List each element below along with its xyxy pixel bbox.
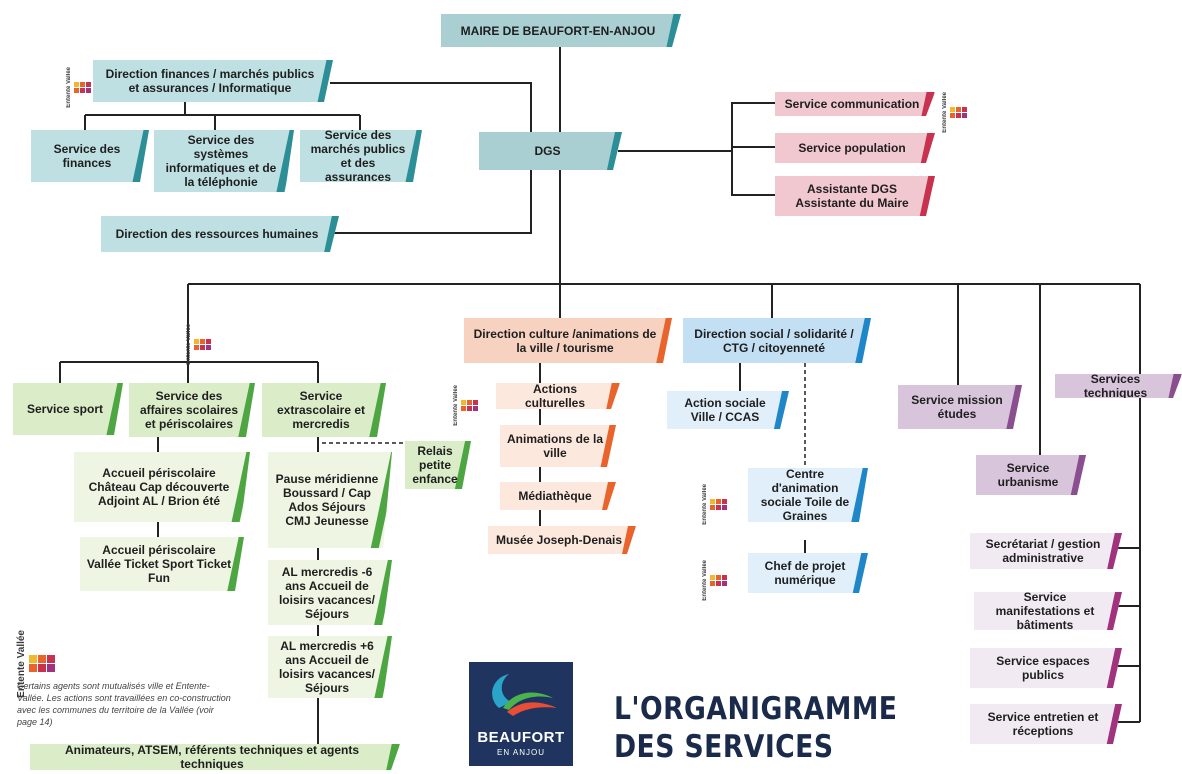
assistante-box[interactable]: Assistante DGS Assistante du Maire <box>775 176 935 216</box>
title-line-1: L'ORGANIGRAMME <box>614 691 898 727</box>
service-extrascolaire-box[interactable]: Service extrascolaire et mercredis <box>262 383 386 437</box>
entretien-box[interactable]: Service entretien et réceptions <box>970 704 1122 744</box>
actions-culturelles-box[interactable]: Actions culturelles <box>496 383 620 409</box>
entente-vallee-logo: Entente Vallée <box>453 385 478 426</box>
service-sport-box[interactable]: Service sport <box>13 383 123 435</box>
service-scolaires-box[interactable]: Service des affaires scolaires et périsc… <box>129 383 255 437</box>
beaufort-logo: BEAUFORT EN ANJOU <box>469 662 573 766</box>
centre-animation-box[interactable]: Centre d'animation sociale Toile de Grai… <box>748 468 868 522</box>
mission-etudes-box[interactable]: Service mission études <box>898 385 1022 429</box>
logo-sub: EN ANJOU <box>496 748 545 757</box>
urbanisme-box[interactable]: Service urbanisme <box>976 455 1086 495</box>
animations-ville-box[interactable]: Animations de la ville <box>500 425 616 467</box>
direction-social-box[interactable]: Direction social / solidarité / CTG / ci… <box>683 318 871 363</box>
pause-meridienne-box[interactable]: Pause méridienne Boussard / Cap Ados Séj… <box>268 452 392 548</box>
al-plus6-box[interactable]: AL mercredis +6 ans Accueil de loisirs v… <box>268 636 392 698</box>
legend-note: Certains agents sont mutualisés ville et… <box>17 681 231 727</box>
title-line-2: DES SERVICES <box>614 729 834 765</box>
manifestations-box[interactable]: Service manifestations et bâtiments <box>974 592 1122 630</box>
mediatheque-box[interactable]: Médiathèque <box>500 482 616 510</box>
direction-rh-box[interactable]: Direction des ressources humaines <box>101 216 339 252</box>
wave-icon <box>492 674 557 716</box>
entente-vallee-logo: Entente Vallée <box>702 560 727 601</box>
entente-vallee-logo: Entente Vallée <box>66 67 91 108</box>
relais-petite-enfance-box[interactable]: Relais petite enfance <box>405 441 471 489</box>
dgs-box[interactable]: DGS <box>479 132 622 170</box>
entente-vallee-legend-logo: Entente Vallée <box>16 630 55 698</box>
action-sociale-box[interactable]: Action sociale Ville / CCAS <box>667 391 789 429</box>
animateurs-box[interactable]: Animateurs, ATSEM, référents techniques … <box>30 744 400 770</box>
musee-box[interactable]: Musée Joseph-Denais <box>488 526 636 554</box>
service-si-box[interactable]: Service des systèmes informatiques et de… <box>154 130 294 192</box>
service-finances-box[interactable]: Service des finances <box>31 130 149 182</box>
page-title: L'ORGANIGRAMME DES SERVICES <box>614 690 897 766</box>
service-marches-box[interactable]: Service des marchés publics et des assur… <box>300 130 422 182</box>
entente-vallee-logo: Entente Vallée <box>702 484 727 525</box>
al-moins6-box[interactable]: AL mercredis -6 ans Accueil de loisirs v… <box>268 560 392 625</box>
direction-finances-box[interactable]: Direction finances / marchés publics et … <box>93 60 333 102</box>
service-population-box[interactable]: Service population <box>775 133 935 163</box>
service-communication-box[interactable]: Service communication <box>775 92 935 116</box>
entente-vallee-logo: Entente Vallée <box>942 92 967 133</box>
accueil-vallee-box[interactable]: Accueil périscolaire Vallée Ticket Sport… <box>80 537 244 591</box>
chef-projet-box[interactable]: Chef de projet numérique <box>748 553 868 593</box>
accueil-chateau-box[interactable]: Accueil périscolaire Château Cap découve… <box>74 452 250 522</box>
secretariat-box[interactable]: Secrétariat / gestion administrative <box>970 533 1122 569</box>
maire-box[interactable]: MAIRE DE BEAUFORT-EN-ANJOU <box>441 14 681 47</box>
entente-vallee-logo: Entente Vallée <box>186 324 211 365</box>
direction-culture-box[interactable]: Direction culture /animations de la vill… <box>464 318 672 363</box>
logo-name: BEAUFORT <box>477 729 565 746</box>
espaces-publics-box[interactable]: Service espaces publics <box>970 648 1122 688</box>
services-techniques-box[interactable]: Services techniques <box>1055 374 1182 398</box>
